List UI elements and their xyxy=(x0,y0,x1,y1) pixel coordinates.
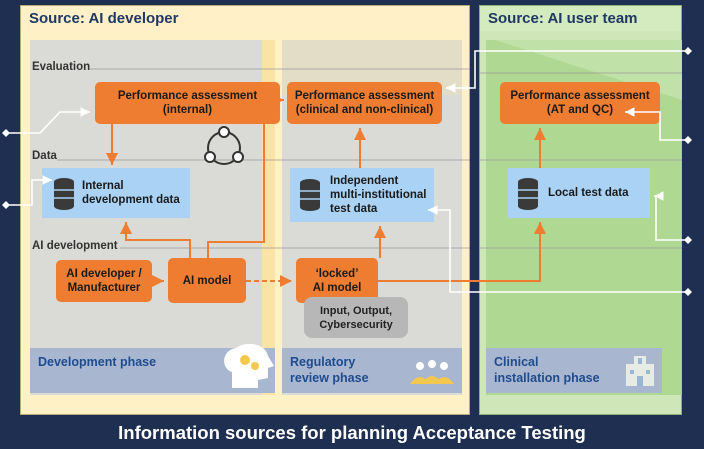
cycle-icon xyxy=(204,126,244,165)
database-icon xyxy=(300,179,320,211)
box-ai-developer-manufacturer: AI developer / Manufacturer xyxy=(56,260,152,302)
header-ai-user-team: Source: AI user team xyxy=(479,5,682,31)
box-performance-at-qc: Performance assessment (AT and QC) xyxy=(500,82,660,124)
box-ai-model: AI model xyxy=(168,258,246,303)
database-icon xyxy=(54,178,74,210)
box-performance-clinical: Performance assessment (clinical and non… xyxy=(287,82,442,124)
header-ai-developer: Source: AI developer xyxy=(20,5,470,31)
internal-development-data-label: Internal development data xyxy=(82,180,180,206)
box-locked-ai-model: ‘locked’ AI model xyxy=(296,258,378,303)
gear-head-icon xyxy=(224,343,274,388)
footer-title: Information sources for planning Accepta… xyxy=(118,422,586,443)
box-input-output-cybersecurity: Input, Output, Cybersecurity xyxy=(304,297,408,338)
multi-institutional-data-label: Independent multi-institutional test dat… xyxy=(330,175,427,215)
audience-icon xyxy=(410,360,454,384)
box-performance-internal: Performance assessment (internal) xyxy=(95,82,280,124)
row-label-evaluation: Evaluation xyxy=(32,61,91,73)
phase-regulatory: Regulatory review phase xyxy=(282,348,462,393)
row-label-data: Data xyxy=(32,150,57,162)
hospital-icon xyxy=(626,356,654,386)
local-test-data-label: Local test data xyxy=(548,187,629,199)
database-icon xyxy=(518,178,538,210)
row-label-ai-development: AI development xyxy=(32,240,118,252)
